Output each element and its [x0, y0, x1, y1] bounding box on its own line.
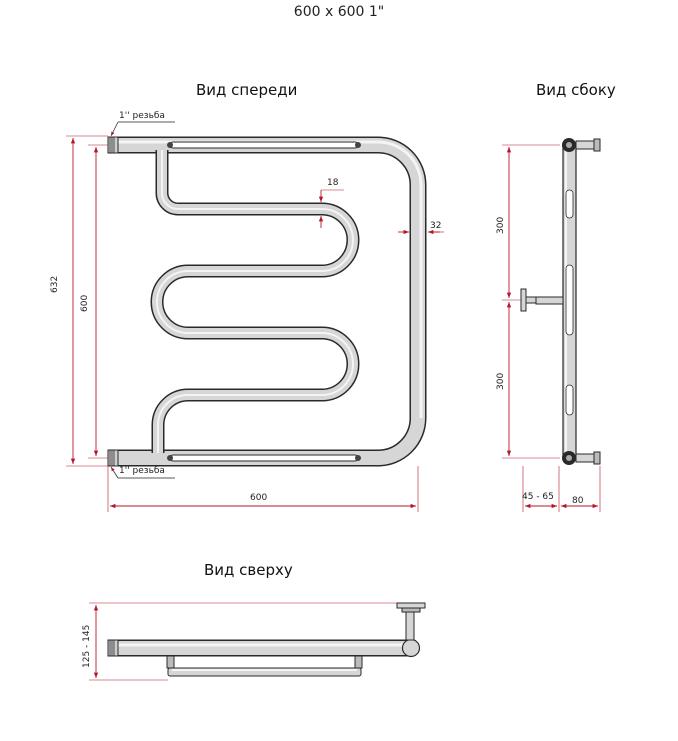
dim-300-lower: 300 — [496, 372, 506, 390]
dim-600-horizontal: 600 — [250, 493, 268, 503]
thread-label-bottom: 1'' резьба — [119, 466, 165, 476]
dim-632: 632 — [50, 275, 60, 293]
front-view — [66, 121, 444, 512]
drawing-title: 600 x 600 1" — [293, 4, 385, 20]
dim-125-145: 125 - 145 — [82, 624, 92, 668]
dim-18: 18 — [327, 178, 339, 188]
dim-600-vertical: 600 — [80, 294, 90, 312]
side-view — [502, 138, 601, 512]
side-view-title: Вид сбоку — [536, 81, 616, 99]
top-view-title: Вид сверху — [204, 561, 293, 579]
top-view — [89, 602, 426, 681]
dim-45-65: 45 - 65 — [522, 492, 554, 502]
front-view-title: Вид спереди — [196, 81, 298, 99]
dim-300-upper: 300 — [496, 216, 506, 234]
dim-32: 32 — [430, 221, 442, 231]
thread-label-top: 1'' резьба — [119, 111, 165, 121]
dim-80: 80 — [572, 496, 584, 506]
